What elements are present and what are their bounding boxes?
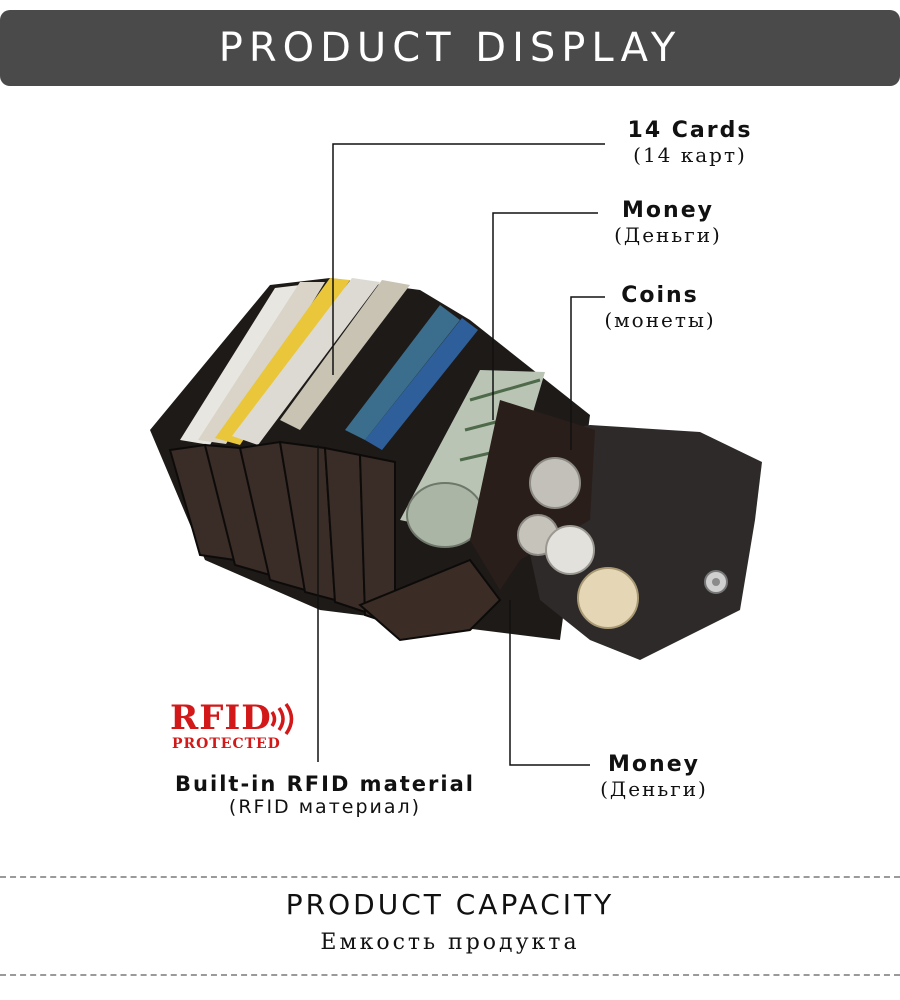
callout-cards: 14 Cards (14 карт) — [610, 118, 770, 167]
divider-bottom — [0, 974, 900, 976]
callout-money-top-en: Money — [622, 198, 714, 223]
capacity-subtitle: Емкость продукта — [320, 930, 580, 955]
rfid-logo-word: RFID — [170, 698, 272, 738]
leader-coins — [570, 296, 605, 450]
rfid-signal-icon — [270, 702, 294, 736]
callout-cards-en: 14 Cards — [627, 118, 753, 143]
callout-money-bottom: Money (Деньги) — [584, 752, 724, 801]
callout-rfid-ru: (RFID материал) — [228, 796, 422, 818]
leader-money-bottom — [509, 600, 590, 766]
capacity-title: PRODUCT CAPACITY — [285, 888, 615, 921]
leader-money-top — [492, 212, 598, 420]
callout-money-top-ru: (Деньги) — [614, 223, 722, 247]
zip-compartment — [358, 558, 502, 642]
page-title: PRODUCT DISPLAY — [218, 25, 682, 71]
card-sleeves — [168, 440, 396, 627]
rfid-logo-sub: PROTECTED — [172, 736, 281, 752]
rfid-protected-logo: RFID PROTECTED — [170, 698, 310, 758]
header-bar: PRODUCT DISPLAY — [0, 10, 900, 86]
callout-coins: Coins (монеты) — [590, 283, 730, 332]
coin — [577, 567, 639, 629]
callout-coins-ru: (монеты) — [604, 308, 716, 332]
callout-money-top: Money (Деньги) — [598, 198, 738, 247]
cards-stack — [180, 278, 478, 450]
leader-cards — [332, 143, 605, 375]
callout-cards-ru: (14 карт) — [633, 143, 747, 167]
callout-coins-en: Coins — [621, 283, 699, 308]
coin — [545, 525, 595, 575]
coin — [529, 457, 581, 509]
divider-top — [0, 876, 900, 878]
callout-rfid-en: Built-in RFID material — [175, 772, 475, 796]
callout-rfid: Built-in RFID material (RFID материал) — [160, 772, 490, 818]
callout-money-bottom-en: Money — [608, 752, 700, 777]
callout-money-bottom-ru: (Деньги) — [600, 777, 708, 801]
